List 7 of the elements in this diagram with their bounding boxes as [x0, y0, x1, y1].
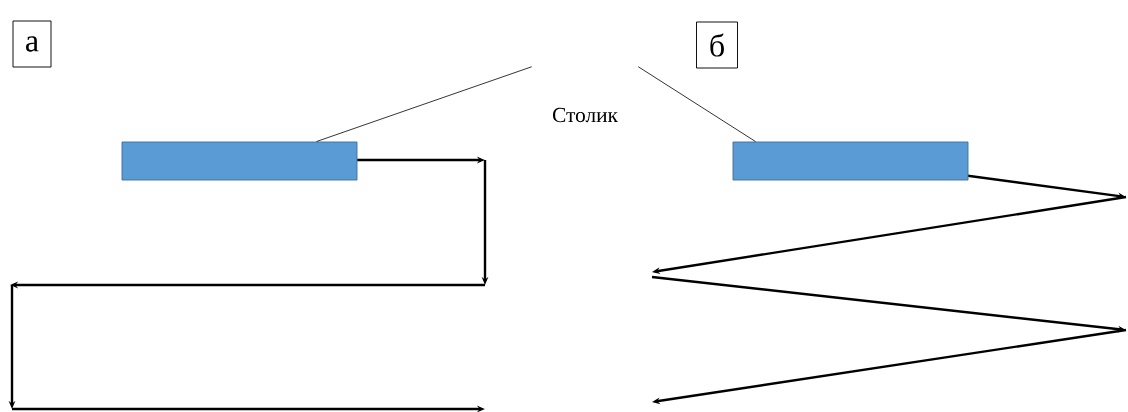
- stage-bar: [732, 141, 969, 181]
- leader-line: [637, 66, 756, 142]
- stage-bar: [121, 141, 358, 181]
- leader-line: [316, 66, 533, 142]
- panel-letter: б: [696, 21, 738, 69]
- panel-letter: а: [12, 20, 52, 68]
- stage-label: Столик: [553, 107, 618, 123]
